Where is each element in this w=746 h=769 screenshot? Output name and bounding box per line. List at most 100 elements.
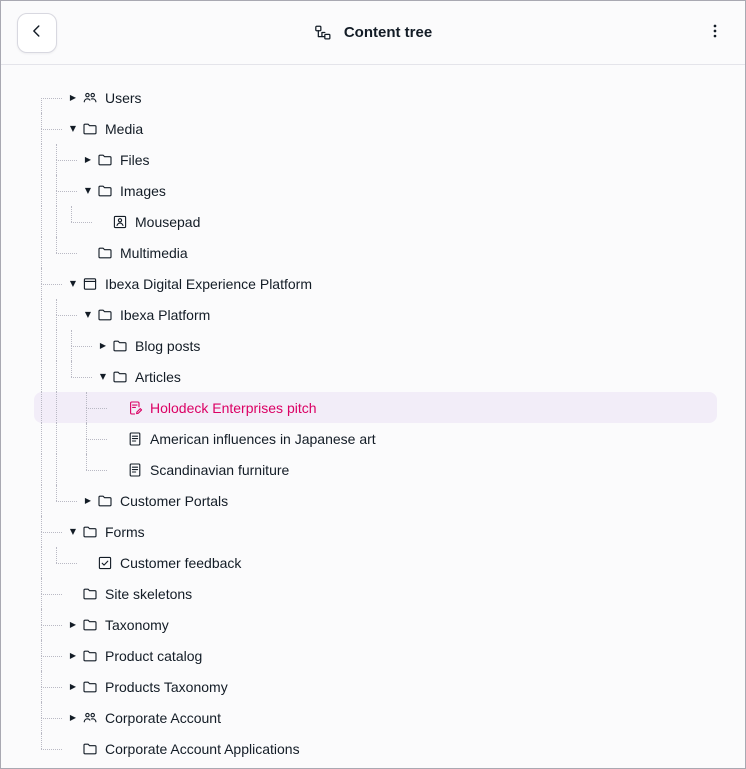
caret-expanded-icon[interactable]: ▼ bbox=[69, 123, 77, 133]
tree-guide-line bbox=[41, 423, 56, 454]
article-icon bbox=[126, 430, 144, 448]
caret-collapsed-icon[interactable]: ▶ bbox=[84, 495, 92, 505]
tree-item-label: Articles bbox=[135, 368, 181, 385]
folder-icon bbox=[96, 306, 114, 324]
tree-row[interactable]: Scandinavian furniture bbox=[34, 454, 717, 485]
tree-guide-connector bbox=[56, 299, 80, 330]
tree-guide-line bbox=[41, 454, 56, 485]
caret-collapsed-icon[interactable]: ▶ bbox=[84, 154, 92, 164]
tree-guide-connector bbox=[86, 423, 110, 454]
tree-guide-line bbox=[41, 175, 56, 206]
folder-icon bbox=[81, 647, 99, 665]
kebab-menu-icon bbox=[706, 21, 724, 44]
back-button[interactable] bbox=[17, 12, 57, 53]
folder-icon bbox=[96, 244, 114, 262]
tree-item-label: Site skeletons bbox=[105, 585, 193, 602]
tree-guide-connector bbox=[41, 702, 65, 733]
caret-expanded-icon[interactable]: ▼ bbox=[84, 309, 92, 319]
folder-icon bbox=[81, 740, 99, 758]
tree-guide-connector bbox=[41, 578, 65, 609]
tree-row[interactable]: ▶ Files bbox=[34, 144, 717, 175]
tree-item-label: Multimedia bbox=[120, 244, 188, 261]
tree-guide-connector bbox=[41, 113, 65, 144]
tree-row[interactable]: Multimedia bbox=[34, 237, 717, 268]
tree-item-label: Ibexa Platform bbox=[120, 306, 211, 323]
tree-row[interactable]: American influences in Japanese art bbox=[34, 423, 717, 454]
tree-row[interactable]: ▶ Taxonomy bbox=[34, 609, 717, 640]
tree-item-label: Files bbox=[120, 151, 150, 168]
tree-guide-connector bbox=[86, 392, 110, 423]
tree-item-label: Users bbox=[105, 89, 142, 106]
tree-item-label: Blog posts bbox=[135, 337, 201, 354]
tree-item-label: Media bbox=[105, 120, 144, 137]
users-icon bbox=[81, 709, 99, 727]
tree-row[interactable]: ▶ Corporate Account bbox=[34, 702, 717, 733]
caret-collapsed-icon[interactable]: ▶ bbox=[69, 92, 77, 102]
caret-collapsed-icon[interactable]: ▶ bbox=[69, 619, 77, 629]
tree-row[interactable]: ▼ Media bbox=[34, 113, 717, 144]
page-title: Content tree bbox=[343, 24, 433, 41]
tree-row[interactable]: ▼Forms bbox=[34, 516, 717, 547]
tree-row[interactable]: Mousepad bbox=[34, 206, 717, 237]
tree-guide-line bbox=[71, 454, 86, 485]
caret-expanded-icon[interactable]: ▼ bbox=[84, 185, 92, 195]
tree-row[interactable]: ▶Customer Portals bbox=[34, 485, 717, 516]
caret-expanded-icon[interactable]: ▼ bbox=[69, 278, 77, 288]
caret-collapsed-icon[interactable]: ▶ bbox=[69, 681, 77, 691]
tree-row[interactable]: Holodeck Enterprises pitch bbox=[34, 392, 717, 423]
tree-guide-line bbox=[41, 330, 56, 361]
tree-row[interactable]: ▶ Product catalog bbox=[34, 640, 717, 671]
article-icon bbox=[126, 461, 144, 479]
tree-row[interactable]: ▼ Articles bbox=[34, 361, 717, 392]
tree-item-label: Images bbox=[120, 182, 166, 199]
kebab-menu-button[interactable] bbox=[701, 15, 729, 51]
folder-icon bbox=[81, 616, 99, 634]
tree-row[interactable]: ▶ Blog posts bbox=[34, 330, 717, 361]
tree-row[interactable]: Site skeletons bbox=[34, 578, 717, 609]
tree-guide-connector bbox=[71, 361, 95, 392]
tree-row[interactable]: ▼ Images bbox=[34, 175, 717, 206]
caret-collapsed-icon[interactable]: ▶ bbox=[69, 712, 77, 722]
tree-guide-line bbox=[41, 206, 56, 237]
caret-expanded-icon[interactable]: ▼ bbox=[99, 371, 107, 381]
folder-icon bbox=[96, 492, 114, 510]
tree-guide-line bbox=[71, 423, 86, 454]
tree-guide-line bbox=[71, 392, 86, 423]
tree-item-label: Holodeck Enterprises pitch bbox=[150, 399, 317, 416]
tree-guide-connector bbox=[41, 609, 65, 640]
chevron-left-icon bbox=[28, 22, 46, 43]
tree-guide-line bbox=[56, 361, 71, 392]
users-icon bbox=[81, 89, 99, 107]
tree-item-label: Ibexa Digital Experience Platform bbox=[105, 275, 312, 292]
tree-item-label: Taxonomy bbox=[105, 616, 169, 633]
tree-row[interactable]: ▼ Ibexa Platform bbox=[34, 299, 717, 330]
tree-row[interactable]: Customer feedback bbox=[34, 547, 717, 578]
tree-guide-line bbox=[41, 547, 56, 578]
tree-guide-connector bbox=[56, 175, 80, 206]
tree-item-label: Scandinavian furniture bbox=[150, 461, 290, 478]
caret-collapsed-icon[interactable]: ▶ bbox=[99, 340, 107, 350]
tree-guide-line bbox=[56, 392, 71, 423]
tree-guide-line bbox=[41, 299, 56, 330]
caret-collapsed-icon[interactable]: ▶ bbox=[69, 650, 77, 660]
tree-guide-line bbox=[41, 237, 56, 268]
tree-row[interactable]: ▶ Users bbox=[34, 82, 717, 113]
tree-item-label: Product catalog bbox=[105, 647, 203, 664]
tree-guide-connector bbox=[41, 268, 65, 299]
tree-row[interactable]: ▼ Ibexa Digital Experience Platform bbox=[34, 268, 717, 299]
tree-item-label: Mousepad bbox=[135, 213, 201, 230]
form-icon bbox=[96, 554, 114, 572]
tree-guide-connector bbox=[71, 330, 95, 361]
tree-guide-connector bbox=[41, 640, 65, 671]
tree-guide-line bbox=[41, 361, 56, 392]
tree-guide-connector bbox=[56, 144, 80, 175]
tree-guide-line bbox=[41, 144, 56, 175]
tree-item-label: Corporate Account bbox=[105, 709, 221, 726]
tree-row[interactable]: ▶Products Taxonomy bbox=[34, 671, 717, 702]
header: Content tree bbox=[1, 1, 745, 65]
header-title-group: Content tree bbox=[314, 24, 432, 42]
tree-guide-connector bbox=[71, 206, 95, 237]
tree-row[interactable]: Corporate Account Applications bbox=[34, 733, 717, 764]
caret-expanded-icon[interactable]: ▼ bbox=[69, 526, 77, 536]
